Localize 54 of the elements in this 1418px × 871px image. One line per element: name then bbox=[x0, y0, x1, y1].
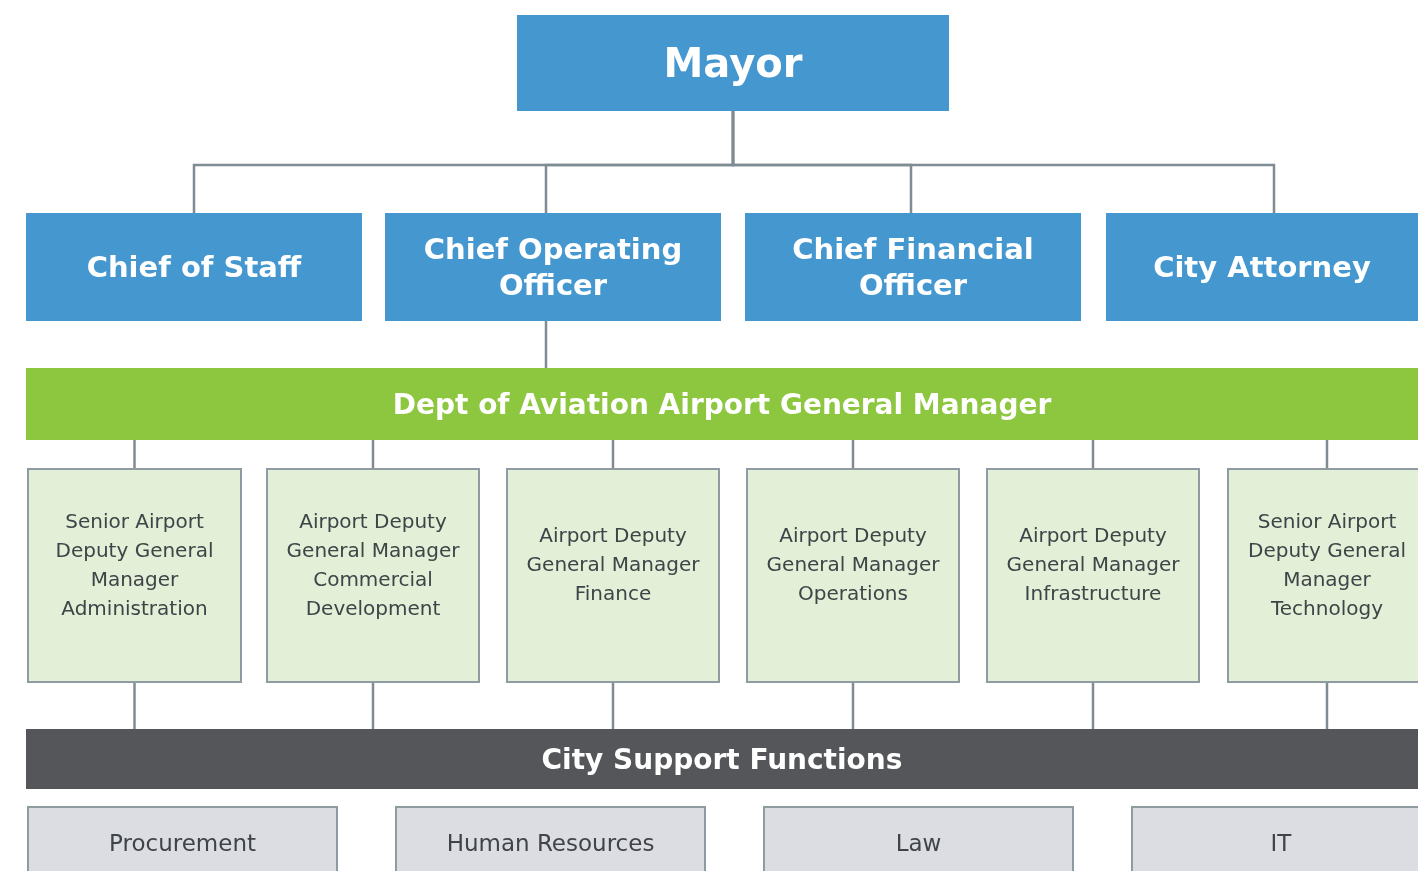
position-title: Chief Operating Officer bbox=[422, 230, 684, 304]
title-box bbox=[26, 213, 362, 321]
connector-line bbox=[371, 440, 375, 468]
position-title: Senior Airport Deputy General Manager bbox=[54, 507, 215, 593]
title-box bbox=[745, 213, 1081, 321]
connector-line bbox=[1325, 683, 1329, 729]
position-box bbox=[27, 468, 242, 683]
connector-line bbox=[133, 440, 136, 468]
position-box bbox=[266, 468, 480, 683]
position-box bbox=[506, 468, 720, 683]
division-name: Finance bbox=[574, 580, 652, 607]
function-box bbox=[395, 806, 706, 871]
position-box bbox=[986, 468, 1200, 683]
function-box bbox=[27, 806, 338, 871]
division-name: Technology bbox=[1271, 594, 1383, 622]
position-title: City Attorney bbox=[1153, 248, 1371, 286]
position-title: Human Resources bbox=[446, 830, 655, 856]
position-title: Senior Airport Deputy General Manager bbox=[1247, 507, 1407, 593]
connector-line bbox=[731, 111, 1276, 213]
division-name: Operations bbox=[798, 580, 908, 607]
connector-line bbox=[1091, 440, 1095, 468]
position-title: IT bbox=[1270, 830, 1292, 856]
position-title: Chief Financial Officer bbox=[791, 230, 1035, 304]
title-box bbox=[385, 213, 721, 321]
position-box bbox=[746, 468, 960, 683]
connector-line bbox=[371, 683, 375, 729]
position-title: Airport Deputy General Manager bbox=[285, 507, 461, 564]
position-title: Dept of Aviation Airport General Manager bbox=[392, 387, 1052, 421]
position-title: Chief of Staff bbox=[86, 248, 302, 286]
connector-line bbox=[544, 321, 548, 368]
connector-line bbox=[1325, 440, 1329, 468]
position-box bbox=[1227, 468, 1418, 683]
position-title: Mayor bbox=[663, 39, 803, 88]
position-title: Airport Deputy General Manager bbox=[765, 522, 941, 578]
division-name: Commercial Development bbox=[304, 565, 442, 622]
title-box bbox=[1106, 213, 1418, 321]
connector-line bbox=[851, 440, 855, 468]
function-box bbox=[1131, 806, 1418, 871]
connector-line bbox=[1091, 683, 1095, 729]
title-box bbox=[517, 15, 949, 111]
division-name: Administration bbox=[61, 594, 208, 622]
division-name: Infrastructure bbox=[1024, 580, 1162, 607]
position-title: Airport Deputy General Manager bbox=[1005, 522, 1181, 578]
position-title: Airport Deputy General Manager bbox=[525, 522, 701, 578]
connector-line bbox=[611, 440, 615, 468]
connector-line bbox=[611, 683, 615, 729]
position-title: City Support Functions bbox=[541, 742, 903, 776]
connector-line bbox=[851, 683, 855, 729]
department-banner bbox=[26, 368, 1418, 440]
position-title: Procurement bbox=[109, 830, 256, 856]
position-title: Law bbox=[895, 830, 942, 856]
section-banner bbox=[26, 729, 1418, 789]
connector-line bbox=[133, 683, 136, 729]
function-box bbox=[763, 806, 1074, 871]
